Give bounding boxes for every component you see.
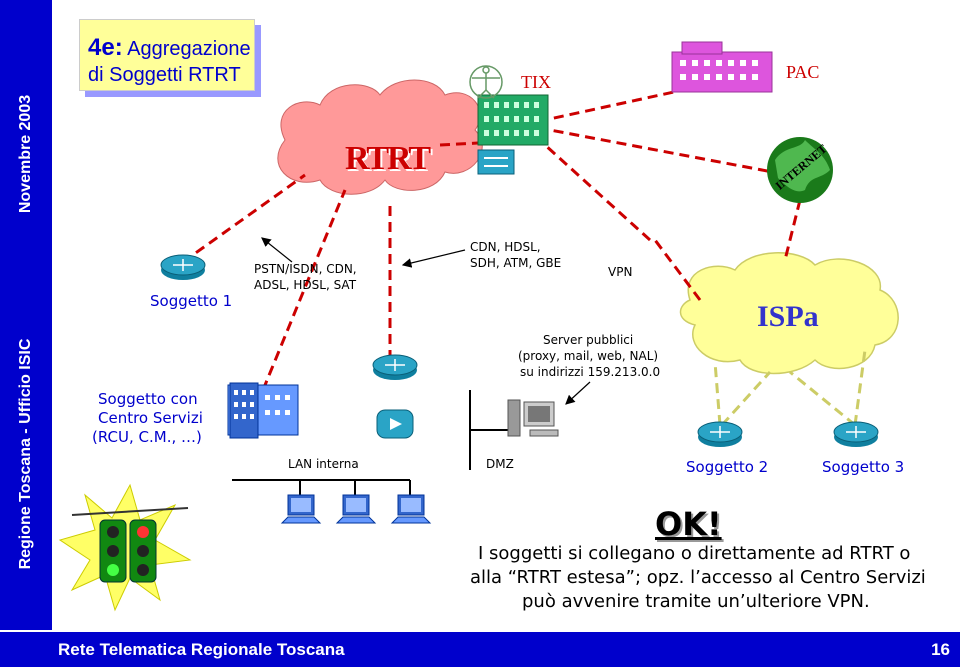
sidebar: Novembre 2003 Regione Toscana - Ufficio …	[0, 0, 52, 630]
firewall-icon	[376, 409, 414, 439]
footer-title: Rete Telematica Regionale Toscana	[58, 640, 345, 659]
soggetto2-label: Soggetto 2	[686, 458, 769, 476]
cdn-line1: CDN, HDSL,	[470, 240, 541, 254]
title-number: 4e:	[88, 34, 123, 61]
switch-icon	[477, 149, 515, 175]
ispa-cloud	[679, 252, 899, 375]
slide-title: 4e: Aggregazione di Soggetti RTRT	[79, 19, 255, 91]
internet-globe-icon	[767, 137, 833, 203]
footer: Rete Telematica Regionale Toscana 16	[0, 632, 960, 667]
traffic-light-icon	[58, 483, 192, 612]
soggetto-centro-line3: (RCU, C.M., …)	[92, 428, 202, 446]
workstation-icon	[335, 494, 377, 524]
router-icon	[697, 421, 743, 447]
ispa-label: ISPa	[757, 300, 819, 333]
vpn-label: VPN	[608, 265, 633, 279]
soggetto-centro-line1: Soggetto con	[98, 390, 198, 408]
message-line1: I soggetti si collegano o direttamente a…	[478, 543, 911, 564]
title-line1: Aggregazione	[127, 38, 251, 60]
router-icon	[160, 254, 206, 280]
building-icon	[477, 94, 549, 146]
workstations	[280, 494, 432, 524]
message-line2: alla “RTRT estesa”; opz. l’accesso al Ce…	[470, 567, 926, 588]
page-number: 16	[931, 640, 950, 659]
pstn-line1: PSTN/ISDN, CDN,	[254, 262, 357, 276]
network-diagram	[58, 41, 899, 612]
building-icon	[227, 382, 299, 439]
routers	[160, 254, 879, 447]
pstn-line2: ADSL, HDSL, SAT	[254, 278, 357, 292]
rtrt-logo: RTRT	[345, 140, 431, 177]
vitruvian-icon	[469, 65, 503, 99]
dmz-label: DMZ	[486, 457, 514, 471]
server-pc-icon	[507, 399, 559, 437]
workstation-icon	[280, 494, 322, 524]
tix-label: TIX	[521, 72, 551, 92]
server-line3: su indirizzi 159.213.0.0	[520, 365, 661, 379]
ok-label: OK!	[655, 505, 722, 543]
title-line2: di Soggetti RTRT	[88, 64, 241, 86]
soggetto3-label: Soggetto 3	[822, 458, 905, 476]
building-icon	[671, 41, 773, 93]
server-line1: Server pubblici	[543, 333, 634, 347]
pac-label: PAC	[786, 62, 820, 82]
message-line3: può avvenire tramite un’ulteriore VPN.	[522, 591, 870, 612]
soggetto1-label: Soggetto 1	[150, 292, 233, 310]
router-icon	[372, 354, 418, 380]
cdn-line2: SDH, ATM, GBE	[470, 256, 562, 270]
soggetto-centro-line2: Centro Servizi	[98, 409, 203, 427]
lan-label: LAN interna	[288, 457, 359, 471]
server-line2: (proxy, mail, web, NAL)	[518, 349, 659, 363]
workstation-icon	[390, 494, 432, 524]
router-icon	[833, 421, 879, 447]
rtrt-cloud	[277, 79, 483, 195]
